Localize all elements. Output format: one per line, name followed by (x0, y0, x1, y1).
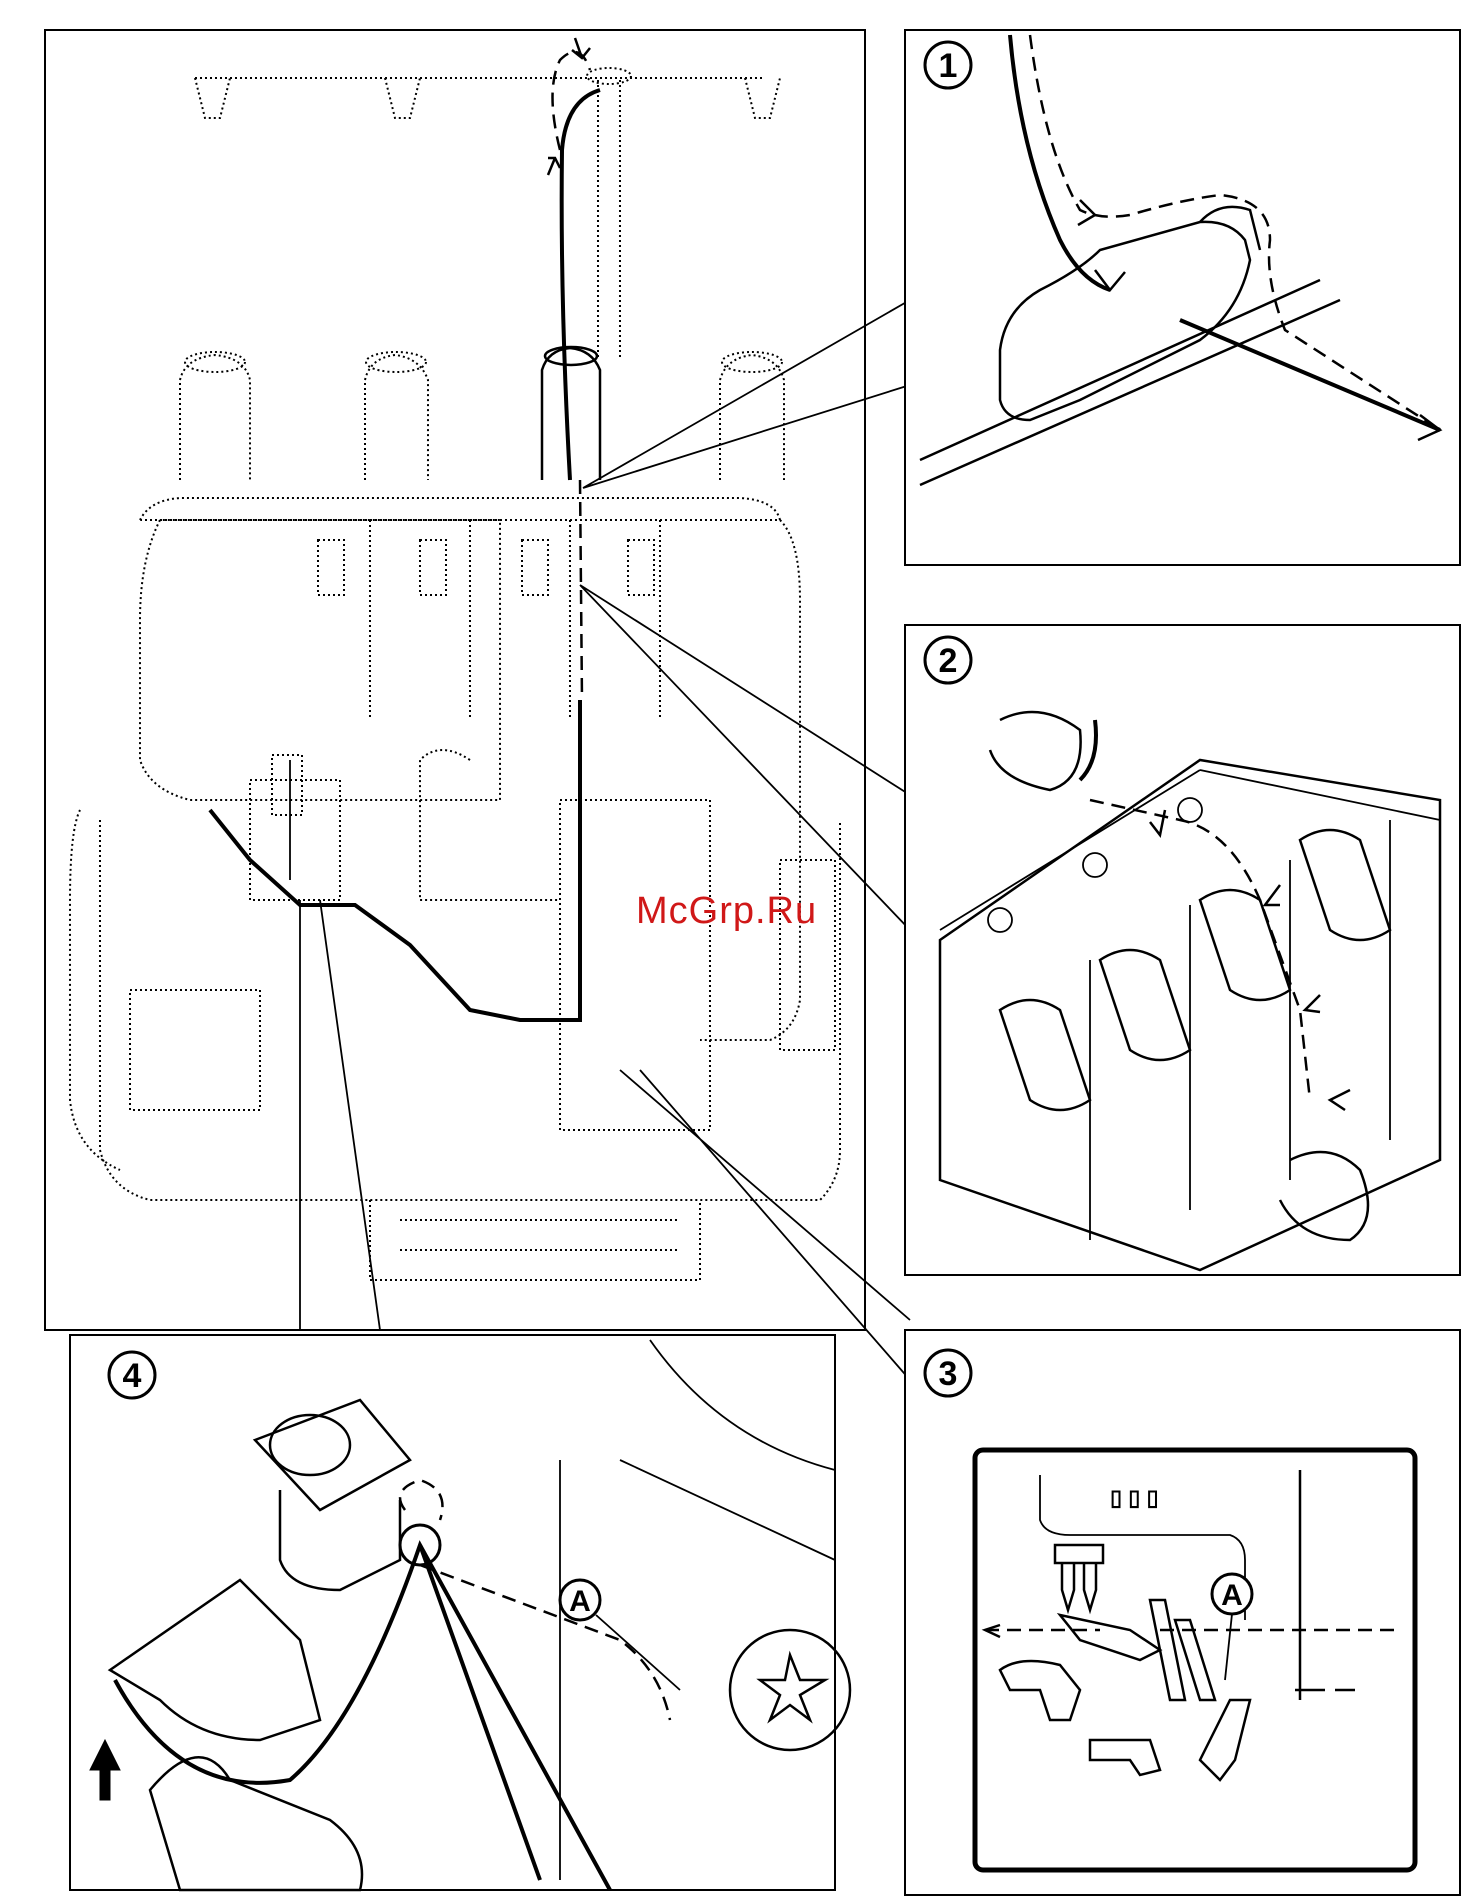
step-3-panel: 3 ▯ ▯ ▯ A (905, 1330, 1460, 1895)
step-3-callout-a: A (1221, 1579, 1243, 1612)
step-1-panel: 1 (905, 30, 1460, 565)
step-4-callout-a: A (569, 1585, 591, 1618)
step-4-number: 4 (123, 1357, 142, 1395)
step-4-frame (70, 1335, 835, 1890)
step-3-number: 3 (939, 1355, 958, 1393)
step-3-needle-marks: ▯ ▯ ▯ (1110, 1485, 1159, 1510)
step-2-frame (905, 625, 1460, 1275)
main-panel-frame (45, 30, 865, 1330)
step-2-panel: 2 (905, 625, 1460, 1275)
main-machine-illustration (45, 30, 910, 1380)
step-1-number: 1 (939, 47, 958, 85)
step-2-number: 2 (939, 642, 958, 680)
watermark-text: McGrp.Ru (636, 890, 817, 933)
step-1-frame (905, 30, 1460, 565)
step-4-panel: 4 A (70, 1335, 850, 1890)
step-3-inset-box (975, 1450, 1415, 1870)
